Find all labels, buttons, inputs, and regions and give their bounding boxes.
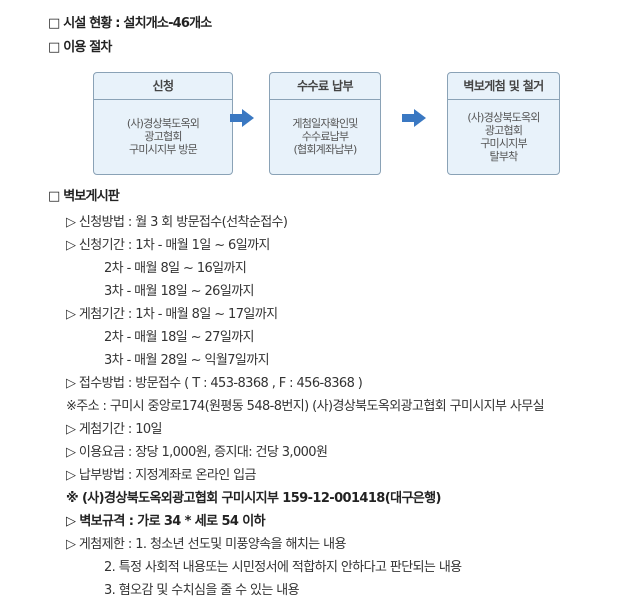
arrow-right-icon	[230, 109, 254, 127]
step-fee-line: 수수료납부	[301, 130, 349, 143]
step-apply-line: (사)경상북도옥외	[126, 117, 200, 130]
step-apply-box: 신청 (사)경상북도옥외 광고협회 구미시지부 방문	[93, 72, 233, 175]
step-post-title: 벽보게첨 및 철거	[448, 73, 559, 100]
step-post-line: 광고협회	[484, 123, 523, 137]
arrow-right-icon	[402, 109, 426, 127]
detail-line: ※주소 : 구미시 중앙로174(원평동 548-8번지) (사)경상북도옥외광…	[66, 399, 545, 414]
detail-line: ▷ 이용요금 : 장당 1,000원, 증지대: 건당 3,000원	[66, 445, 328, 460]
facility-status-heading: □ 시설 현황 : 설치개소-46개소	[48, 16, 212, 31]
procedure-heading: □ 이용 절차	[48, 40, 112, 55]
detail-line: ▷ 게첨기간 : 10일	[66, 422, 163, 437]
detail-line: 3차 - 매월 28일 ~ 익월7일까지	[104, 353, 270, 368]
step-fee-body: 게첨일자확인및 수수료납부 (협회계좌납부)	[270, 99, 380, 174]
detail-line: ▷ 벽보규격 : 가로 34 * 세로 54 이하	[66, 514, 266, 529]
detail-line: 2차 - 매월 18일 ~ 27일까지	[104, 330, 255, 345]
detail-line: ▷ 납부방법 : 지정계좌로 온라인 입금	[66, 468, 256, 483]
step-post-line: 탈부착	[489, 149, 519, 163]
detail-line: 2차 - 매월 8일 ~ 16일까지	[104, 261, 247, 276]
step-apply-body: (사)경상북도옥외 광고협회 구미시지부 방문	[94, 99, 232, 174]
step-fee-title: 수수료 납부	[270, 73, 380, 100]
step-apply-line: 구미시지부 방문	[129, 143, 198, 156]
detail-line: 2. 특정 사회적 내용또는 시민정서에 적합하지 안하다고 판단되는 내용	[104, 560, 462, 575]
step-post-line: 구미시지부	[480, 136, 527, 150]
step-post-box: 벽보게첨 및 철거 (사)경상북도옥외 광고협회 구미시지부 탈부착	[447, 72, 560, 175]
detail-line: ▷ 접수방법 : 방문접수 ( T : 453-8368 , F : 456-8…	[66, 376, 363, 391]
detail-line: ▷ 게첨기간 : 1차 - 매월 8일 ~ 17일까지	[66, 307, 278, 322]
step-fee-line: (협회계좌납부)	[293, 143, 358, 156]
detail-line: ▷ 게첨제한 : 1. 청소년 선도및 미풍양속을 해치는 내용	[66, 537, 346, 552]
step-post-body: (사)경상북도옥외 광고협회 구미시지부 탈부착	[448, 99, 559, 174]
detail-line: 3차 - 매월 18일 ~ 26일까지	[104, 284, 255, 299]
bulletin-board-heading: □ 벽보게시판	[48, 189, 120, 204]
detail-line: ▷ 신청기간 : 1차 - 매월 1일 ~ 6일까지	[66, 238, 270, 253]
detail-line: 3. 혐오감 및 수치심을 줄 수 있는 내용	[104, 583, 300, 598]
step-fee-box: 수수료 납부 게첨일자확인및 수수료납부 (협회계좌납부)	[269, 72, 381, 175]
step-apply-line: 광고협회	[144, 130, 182, 143]
detail-line: ※ (사)경상북도옥외광고협회 구미시지부 159-12-001418(대구은행…	[66, 491, 441, 506]
step-post-line: (사)경상북도옥외	[467, 110, 540, 124]
step-apply-title: 신청	[94, 73, 232, 100]
step-fee-line: 게첨일자확인및	[292, 117, 358, 130]
detail-line: ▷ 신청방법 : 월 3 회 방문접수(선착순접수)	[66, 215, 288, 230]
